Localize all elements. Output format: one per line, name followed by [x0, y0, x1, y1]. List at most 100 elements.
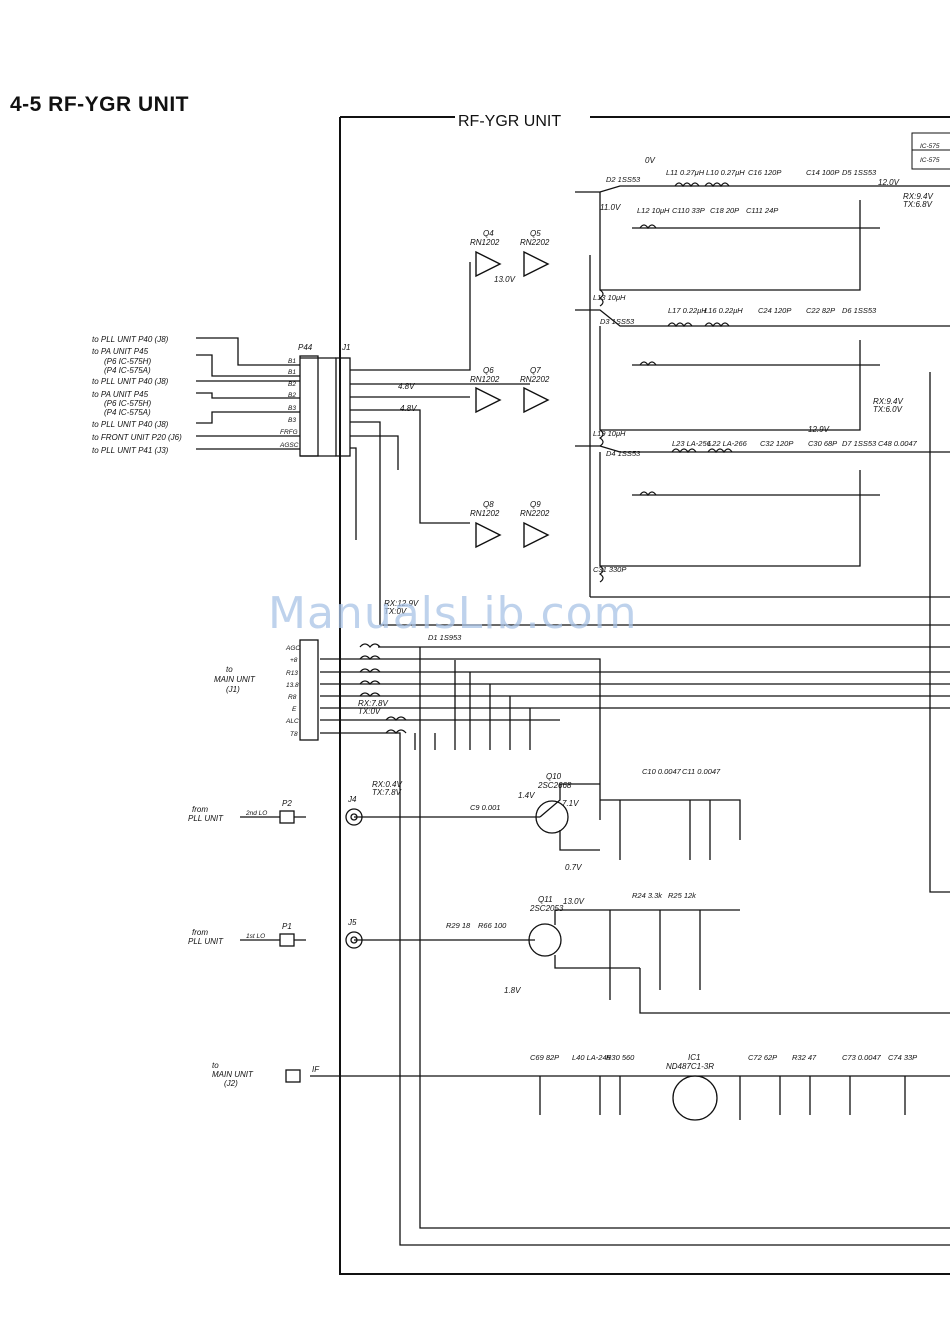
svg-text:PLL UNIT: PLL UNIT	[188, 814, 224, 823]
svg-text:12.0V: 12.0V	[878, 178, 900, 187]
conn-label: to PA UNIT P45	[92, 390, 149, 399]
conn-label: to PA UNIT P45	[92, 347, 149, 356]
conn-label: (P6 IC-575H)	[104, 357, 151, 366]
svg-text:J4: J4	[347, 795, 357, 804]
svg-text:13.0V: 13.0V	[494, 275, 516, 284]
page-title: 4-5 RF-YGR UNIT	[10, 93, 190, 116]
svg-text:2SC2668: 2SC2668	[537, 781, 572, 790]
svg-text:L13 10μH: L13 10μH	[593, 293, 626, 302]
svg-text:RX:7.8V: RX:7.8V	[358, 699, 388, 708]
svg-text:1.8V: 1.8V	[504, 986, 521, 995]
svg-text:C10 0.0047: C10 0.0047	[642, 767, 682, 776]
svg-text:0.7V: 0.7V	[565, 863, 582, 872]
conn-label: to PLL UNIT P41 (J3)	[92, 446, 169, 455]
svg-text:D6 1SS53: D6 1SS53	[842, 306, 877, 315]
svg-text:1.4V: 1.4V	[518, 791, 535, 800]
svg-text:AGC: AGC	[285, 645, 300, 652]
svg-text:R8: R8	[288, 694, 297, 701]
svg-text:C74 33P: C74 33P	[888, 1053, 917, 1062]
conn-label: to PLL UNIT P40 (J8)	[92, 335, 169, 344]
svg-text:R24 3.3k: R24 3.3k	[632, 891, 663, 900]
svg-text:J5: J5	[347, 918, 357, 927]
svg-text:L19 10μH: L19 10μH	[593, 429, 626, 438]
svg-text:B2: B2	[288, 381, 296, 388]
svg-text:IC1: IC1	[688, 1053, 700, 1062]
svg-text:RX:0.4V: RX:0.4V	[372, 780, 402, 789]
svg-text:RX:9.4V: RX:9.4V	[873, 397, 903, 406]
svg-text:C73 0.0047: C73 0.0047	[842, 1053, 882, 1062]
svg-text:RN2202: RN2202	[520, 238, 550, 247]
svg-text:R29 18: R29 18	[446, 921, 471, 930]
svg-text:RN2202: RN2202	[520, 375, 550, 384]
svg-text:TX:6.0V: TX:6.0V	[873, 405, 903, 414]
svg-text:RN1202: RN1202	[470, 238, 500, 247]
svg-text:C48 0.0047: C48 0.0047	[878, 439, 918, 448]
svg-text:L11 0.27μH: L11 0.27μH	[666, 168, 705, 177]
svg-text:D2 1SS53: D2 1SS53	[606, 175, 641, 184]
svg-text:2nd LO: 2nd LO	[245, 810, 267, 817]
svg-text:Q8: Q8	[483, 500, 494, 509]
svg-text:R30 560: R30 560	[606, 1053, 635, 1062]
svg-text:RN2202: RN2202	[520, 509, 550, 518]
p44-label: P44	[298, 343, 313, 352]
svg-text:B3: B3	[288, 405, 296, 412]
svg-text:P2: P2	[282, 799, 292, 808]
svg-text:B3: B3	[288, 417, 296, 424]
j1-label: J1	[341, 343, 350, 352]
svg-text:11.0V: 11.0V	[600, 203, 621, 212]
svg-text:C111 24P: C111 24P	[746, 206, 778, 215]
svg-text:R66 100: R66 100	[478, 921, 507, 930]
svg-text:L16 0.22μH: L16 0.22μH	[704, 306, 743, 315]
svg-text:Q7: Q7	[530, 366, 541, 375]
svg-text:RX:9.4V: RX:9.4V	[903, 192, 933, 201]
svg-text:C16 120P: C16 120P	[748, 168, 781, 177]
svg-text:12.9V: 12.9V	[808, 425, 830, 434]
svg-text:C72 62P: C72 62P	[748, 1053, 777, 1062]
svg-text:L22 LA-266: L22 LA-266	[708, 439, 748, 448]
svg-text:IC-575: IC-575	[920, 143, 940, 150]
svg-text:L17 0.22μH: L17 0.22μH	[668, 306, 707, 315]
svg-text:R13: R13	[286, 670, 298, 677]
svg-text:C9 0.001: C9 0.001	[470, 803, 500, 812]
svg-text:C18 20P: C18 20P	[710, 206, 739, 215]
svg-text:MAIN UNIT: MAIN UNIT	[212, 1070, 254, 1079]
svg-text:B1: B1	[288, 369, 296, 376]
svg-text:D1 1S953: D1 1S953	[428, 633, 462, 642]
watermark: ManualsLib.com	[268, 588, 638, 639]
svg-text:ND487C1-3R: ND487C1-3R	[666, 1062, 714, 1071]
unit-box-title: RF-YGR UNIT	[455, 113, 565, 131]
svg-text:B1: B1	[288, 358, 296, 365]
svg-text:to: to	[212, 1061, 219, 1070]
conn-label: to PLL UNIT P40 (J8)	[92, 420, 169, 429]
svg-text:C14 100P: C14 100P	[806, 168, 839, 177]
svg-text:L10 0.27μH: L10 0.27μH	[706, 168, 745, 177]
svg-text:TX:6.8V: TX:6.8V	[903, 200, 933, 209]
svg-text:Q4: Q4	[483, 229, 494, 238]
svg-text:Q5: Q5	[530, 229, 541, 238]
svg-text:L40 LA-245: L40 LA-245	[572, 1053, 612, 1062]
svg-text:(J2): (J2)	[224, 1079, 238, 1088]
svg-text:RX:12.9V: RX:12.9V	[384, 599, 419, 608]
conn-label: (P4 IC-575A)	[104, 408, 151, 417]
svg-text:T8: T8	[290, 731, 298, 738]
svg-text:from: from	[192, 928, 208, 937]
svg-text:L23 LA-256: L23 LA-256	[672, 439, 712, 448]
svg-text:R25 12k: R25 12k	[668, 891, 697, 900]
svg-text:C31 330P: C31 330P	[593, 565, 626, 574]
svg-text:R32 47: R32 47	[792, 1053, 817, 1062]
svg-text:1st LO: 1st LO	[246, 933, 265, 940]
conn-label: (P4 IC-575A)	[104, 366, 151, 375]
svg-text:from: from	[192, 805, 208, 814]
svg-text:TX:0V: TX:0V	[358, 707, 381, 716]
svg-text:C22 82P: C22 82P	[806, 306, 835, 315]
svg-text:D4 1SS53: D4 1SS53	[606, 449, 641, 458]
svg-text:2SC2053: 2SC2053	[529, 904, 564, 913]
svg-text:E: E	[292, 706, 297, 713]
svg-text:to: to	[226, 665, 233, 674]
svg-text:0V: 0V	[645, 156, 655, 165]
svg-text:IF: IF	[312, 1065, 320, 1074]
svg-text:C30 68P: C30 68P	[808, 439, 837, 448]
svg-text:TX:7.8V: TX:7.8V	[372, 788, 402, 797]
svg-text:RN1202: RN1202	[470, 509, 500, 518]
